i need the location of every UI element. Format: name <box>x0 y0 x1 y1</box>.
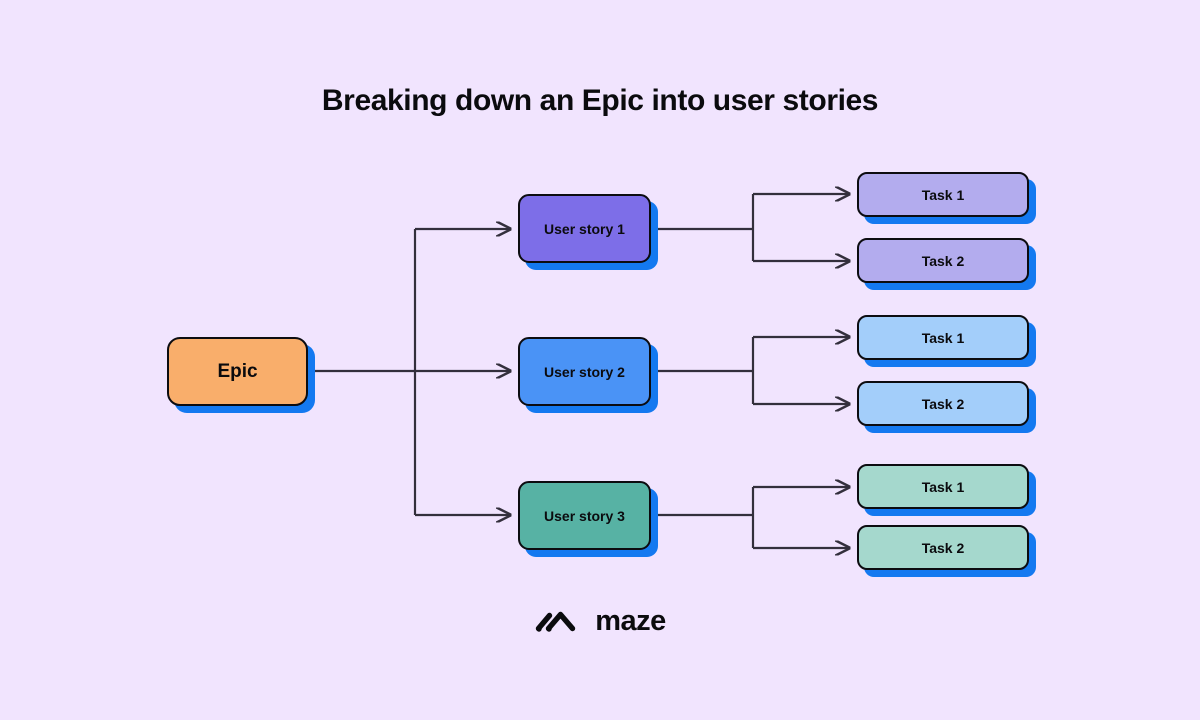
node-user-story-2-label: User story 2 <box>544 363 625 380</box>
node-us1-task-2[interactable]: Task 2 <box>857 238 1029 283</box>
maze-logo-icon <box>536 611 576 632</box>
node-us3-task-1-label: Task 1 <box>921 478 965 495</box>
node-epic[interactable]: Epic <box>167 337 308 406</box>
node-us1-task-1-label: Task 1 <box>921 186 965 203</box>
node-us3-task-1[interactable]: Task 1 <box>857 464 1029 509</box>
node-us1-task-2-label: Task 2 <box>921 252 965 269</box>
node-user-story-1[interactable]: User story 1 <box>518 194 651 263</box>
node-us2-task-1-label: Task 1 <box>921 329 965 346</box>
node-user-story-2[interactable]: User story 2 <box>518 337 651 406</box>
node-us3-task-2-label: Task 2 <box>921 539 965 556</box>
brand-name: maze <box>595 604 666 637</box>
node-us1-task-1[interactable]: Task 1 <box>857 172 1029 217</box>
page-title: Breaking down an Epic into user stories <box>321 84 879 117</box>
node-us2-task-2[interactable]: Task 2 <box>857 381 1029 426</box>
node-user-story-1-label: User story 1 <box>544 220 625 237</box>
node-user-story-3[interactable]: User story 3 <box>518 481 651 550</box>
node-us2-task-1[interactable]: Task 1 <box>857 315 1029 360</box>
node-us2-task-2-label: Task 2 <box>921 395 965 412</box>
node-epic-label: Epic <box>217 360 258 382</box>
footer-logo: maze <box>0 605 1200 637</box>
node-user-story-3-label: User story 3 <box>544 507 625 524</box>
node-us3-task-2[interactable]: Task 2 <box>857 525 1029 570</box>
